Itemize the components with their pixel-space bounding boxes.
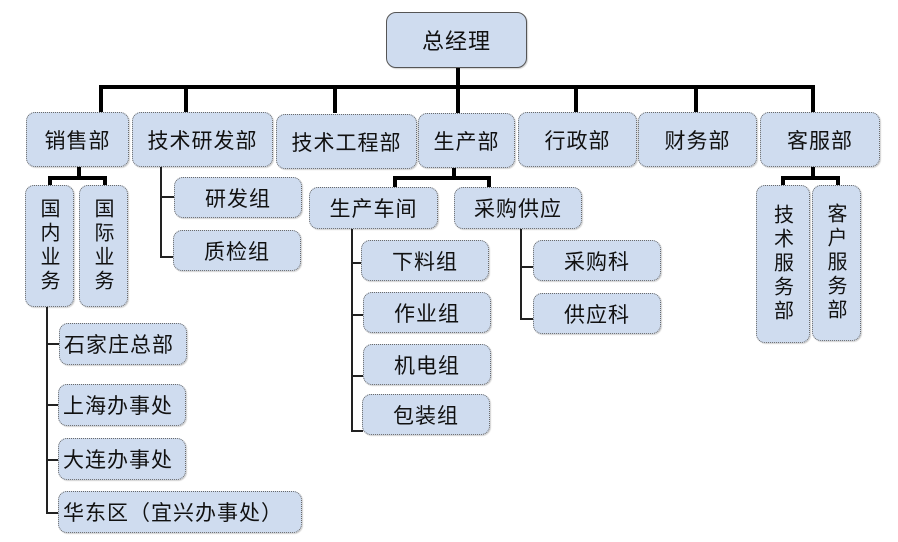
node-label: 客户服务部	[824, 203, 848, 323]
connector-supply-2	[520, 318, 534, 320]
node-label: 华东区（宜兴办事处）	[63, 501, 283, 525]
connector-office-3	[46, 459, 60, 461]
connector-prod-workshop	[393, 176, 397, 188]
node-label: 技术服务部	[770, 204, 795, 324]
node-rd-qa-group: 质检组	[173, 230, 301, 271]
node-label: 质检组	[204, 239, 270, 264]
connector-eng	[333, 85, 337, 113]
node-prod-supply: 采购供应	[454, 187, 582, 229]
connector-supply-vertical	[520, 229, 522, 320]
node-label: 生产车间	[329, 197, 418, 221]
node-label: 包装组	[393, 403, 459, 428]
node-label: 石家庄总部	[64, 333, 174, 357]
node-label: 大连办事处	[63, 448, 173, 472]
connector-rd	[184, 85, 188, 113]
connector-service-bus	[781, 176, 839, 180]
connector-office-2	[46, 404, 60, 406]
connector-workshop-4	[351, 430, 363, 432]
connector-service-cust	[836, 176, 840, 186]
node-label: 技术研发部	[147, 128, 258, 153]
connector-rd-vertical	[160, 166, 162, 258]
node-dept-finance: 财务部	[638, 112, 757, 167]
connector-office-1	[46, 343, 60, 345]
node-workshop-operation: 作业组	[363, 292, 491, 333]
node-workshop-cutting: 下料组	[361, 240, 489, 281]
connector-service	[811, 85, 815, 113]
node-rd-research-group: 研发组	[174, 177, 302, 218]
connector-service-down	[811, 166, 815, 180]
node-label: 机电组	[394, 353, 460, 378]
node-label: 国内业务	[37, 198, 61, 294]
node-dept-admin: 行政部	[518, 112, 637, 167]
connector-sales-bus	[48, 176, 106, 180]
connector-sales-domestic	[48, 176, 52, 186]
node-office-shanghai: 上海办事处	[58, 384, 186, 426]
node-label: 客服部	[787, 128, 853, 153]
node-label: 上海办事处	[63, 394, 173, 418]
node-label: 采购供应	[474, 197, 562, 221]
node-supply-purchasing: 采购科	[533, 240, 661, 281]
node-office-huadong: 华东区（宜兴办事处）	[58, 491, 302, 533]
node-label: 采购科	[564, 249, 630, 274]
node-prod-workshop: 生产车间	[309, 187, 438, 229]
connector-prod-bus	[393, 176, 491, 180]
connector-admin	[574, 85, 578, 113]
connector-prod-supply	[487, 176, 491, 188]
node-general-manager: 总经理	[386, 12, 527, 68]
node-label: 国际业务	[91, 198, 115, 294]
connector-domestic-vertical	[46, 306, 48, 514]
node-dept-sales: 销售部	[26, 112, 129, 167]
node-label: 技术工程部	[291, 130, 402, 155]
node-service-technical: 技术服务部	[756, 185, 810, 343]
connector-rd-group-1	[160, 196, 174, 198]
connector-workshop-2	[351, 314, 363, 316]
node-sales-domestic: 国内业务	[25, 185, 74, 307]
connector-service-tech	[781, 176, 785, 186]
connector-finance	[694, 85, 698, 113]
connector-workshop-1	[351, 262, 363, 264]
node-office-shijiazhuang: 石家庄总部	[59, 323, 187, 365]
node-label: 下料组	[392, 249, 458, 274]
connector-workshop-3	[351, 375, 363, 377]
node-dept-eng: 技术工程部	[276, 114, 417, 169]
node-workshop-packaging: 包装组	[362, 394, 490, 435]
node-label: 销售部	[44, 128, 111, 153]
node-sales-international: 国际业务	[79, 185, 128, 307]
connector-office-4	[46, 512, 60, 514]
connector-prod	[456, 85, 460, 113]
connector-supply-1	[520, 266, 534, 268]
node-label: 供应科	[564, 302, 630, 327]
node-label: 行政部	[544, 128, 611, 153]
node-supply-provisioning: 供应科	[533, 293, 661, 334]
connector-sales-down	[77, 166, 81, 178]
connector-root-down	[456, 67, 460, 87]
node-office-dalian: 大连办事处	[58, 438, 186, 480]
node-label: 总经理	[421, 30, 491, 55]
node-label: 生产部	[433, 129, 500, 154]
node-service-customer: 客户服务部	[812, 185, 861, 341]
connector-sales-intl	[103, 176, 107, 186]
connector-rd-group-2	[160, 256, 174, 258]
connector-workshop-vertical	[351, 229, 353, 432]
node-workshop-electromechanical: 机电组	[363, 344, 491, 385]
node-label: 研发组	[205, 186, 271, 211]
node-dept-production: 生产部	[418, 113, 515, 168]
node-dept-rd: 技术研发部	[132, 112, 273, 167]
node-label: 作业组	[394, 301, 460, 326]
node-dept-service: 客服部	[760, 112, 880, 167]
connector-sales	[99, 85, 103, 113]
connector-prod-down	[452, 166, 456, 180]
node-label: 财务部	[664, 128, 731, 153]
